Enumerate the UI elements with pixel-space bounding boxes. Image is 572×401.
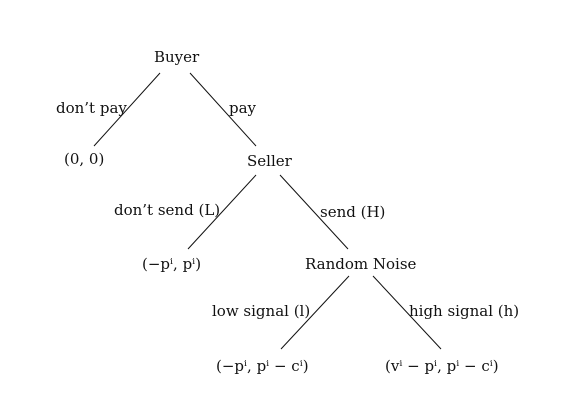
edge-label-low-signal: low signal (l) [212,302,311,320]
payoff-dont-pay: (0, 0) [64,150,105,168]
edge-label-pay: pay [229,99,257,117]
edge-noise-low-signal [280,275,350,350]
edge-seller-dont-send [187,174,257,250]
edge-label-dont-send: don’t send (L) [114,201,221,219]
node-random-noise: Random Noise [305,255,417,273]
edge-buyer-pay [189,72,257,147]
edge-buyer-dont-pay [93,72,161,147]
payoff-high-signal: (vⁱ − pⁱ, pⁱ − cⁱ) [385,357,499,375]
node-buyer: Buyer [154,48,200,66]
edge-label-dont-pay: don’t pay [56,99,127,117]
edge-noise-high-signal [372,275,442,350]
payoff-low-signal: (−pⁱ, pⁱ − cⁱ) [216,357,309,375]
edge-label-high-signal: high signal (h) [409,302,520,320]
node-seller: Seller [247,152,292,170]
payoff-dont-send: (−pⁱ, pⁱ) [142,255,202,273]
edge-seller-send [279,174,349,250]
edge-label-send: send (H) [320,203,386,221]
